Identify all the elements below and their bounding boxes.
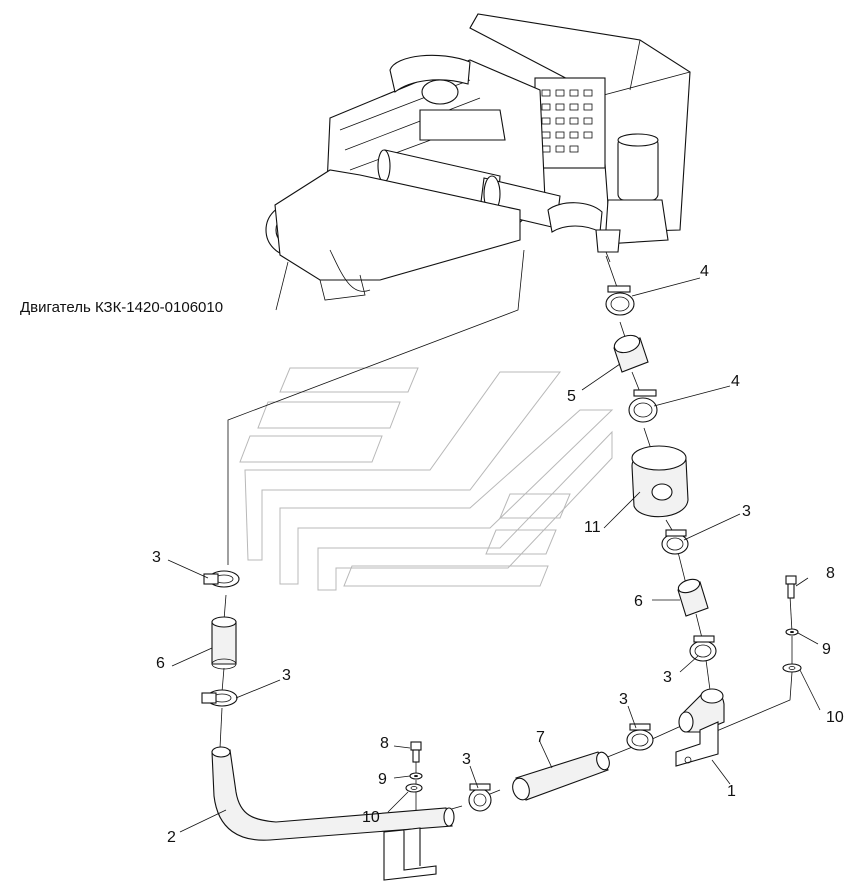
engine-leader [275,261,289,311]
washer-10-left[interactable] [405,783,423,793]
washer-9-left[interactable] [409,772,423,780]
clamp-4-lower[interactable] [628,389,658,423]
sleeve-5[interactable] [612,332,649,373]
callout-8-left: 8 [380,735,389,752]
clamp-3-pipe-end[interactable] [468,783,492,812]
callout-8-right: 8 [826,565,835,582]
callout-7: 7 [536,729,545,746]
watermark-logo [239,367,614,591]
engine-caption: Двигатель КЗК-1420-0106010 [20,299,223,316]
callout-3-pipe-end: 3 [462,751,471,768]
callout-9-left: 9 [378,771,387,788]
callout-leaders [167,277,821,833]
callout-9-right: 9 [822,641,831,658]
callout-3-left-lower: 3 [282,667,291,684]
elbow-bracket-1[interactable] [675,688,725,767]
callout-5: 5 [567,388,576,405]
callout-3-left-upper: 3 [152,549,161,566]
callout-4-lower: 4 [731,373,740,390]
clamp-3-right-upper[interactable] [661,529,689,555]
callout-1: 1 [727,783,736,800]
callout-6-left: 6 [156,655,165,672]
clamp-4-upper[interactable] [605,285,635,316]
clamp-3-right-lower[interactable] [689,635,717,662]
clamp-3-lower-middle[interactable] [626,723,654,751]
washer-9-right[interactable] [785,628,799,636]
engine-assembly [265,13,691,301]
bolt-8-left[interactable] [410,741,422,763]
routing-line-left [227,249,525,565]
callout-10-right: 10 [826,709,844,726]
callout-3-right-lower: 3 [663,669,672,686]
callout-11: 11 [584,519,601,536]
callout-2: 2 [167,829,176,846]
callout-4-upper: 4 [700,263,709,280]
callout-3-lower-middle: 3 [619,691,628,708]
filter-11[interactable] [631,445,689,518]
sleeve-6-right[interactable] [677,577,709,617]
callout-6-right: 6 [634,593,643,610]
pipe-2[interactable] [211,746,455,881]
clamp-3-left-upper[interactable] [203,570,240,588]
sleeve-6-left[interactable] [211,616,237,670]
callout-10-left: 10 [362,809,380,826]
washer-10-right[interactable] [782,663,802,673]
clamp-3-left-lower[interactable] [201,689,238,707]
bolt-8-right[interactable] [785,575,797,599]
tube-7[interactable] [510,751,611,802]
callout-3-right-upper: 3 [742,503,751,520]
